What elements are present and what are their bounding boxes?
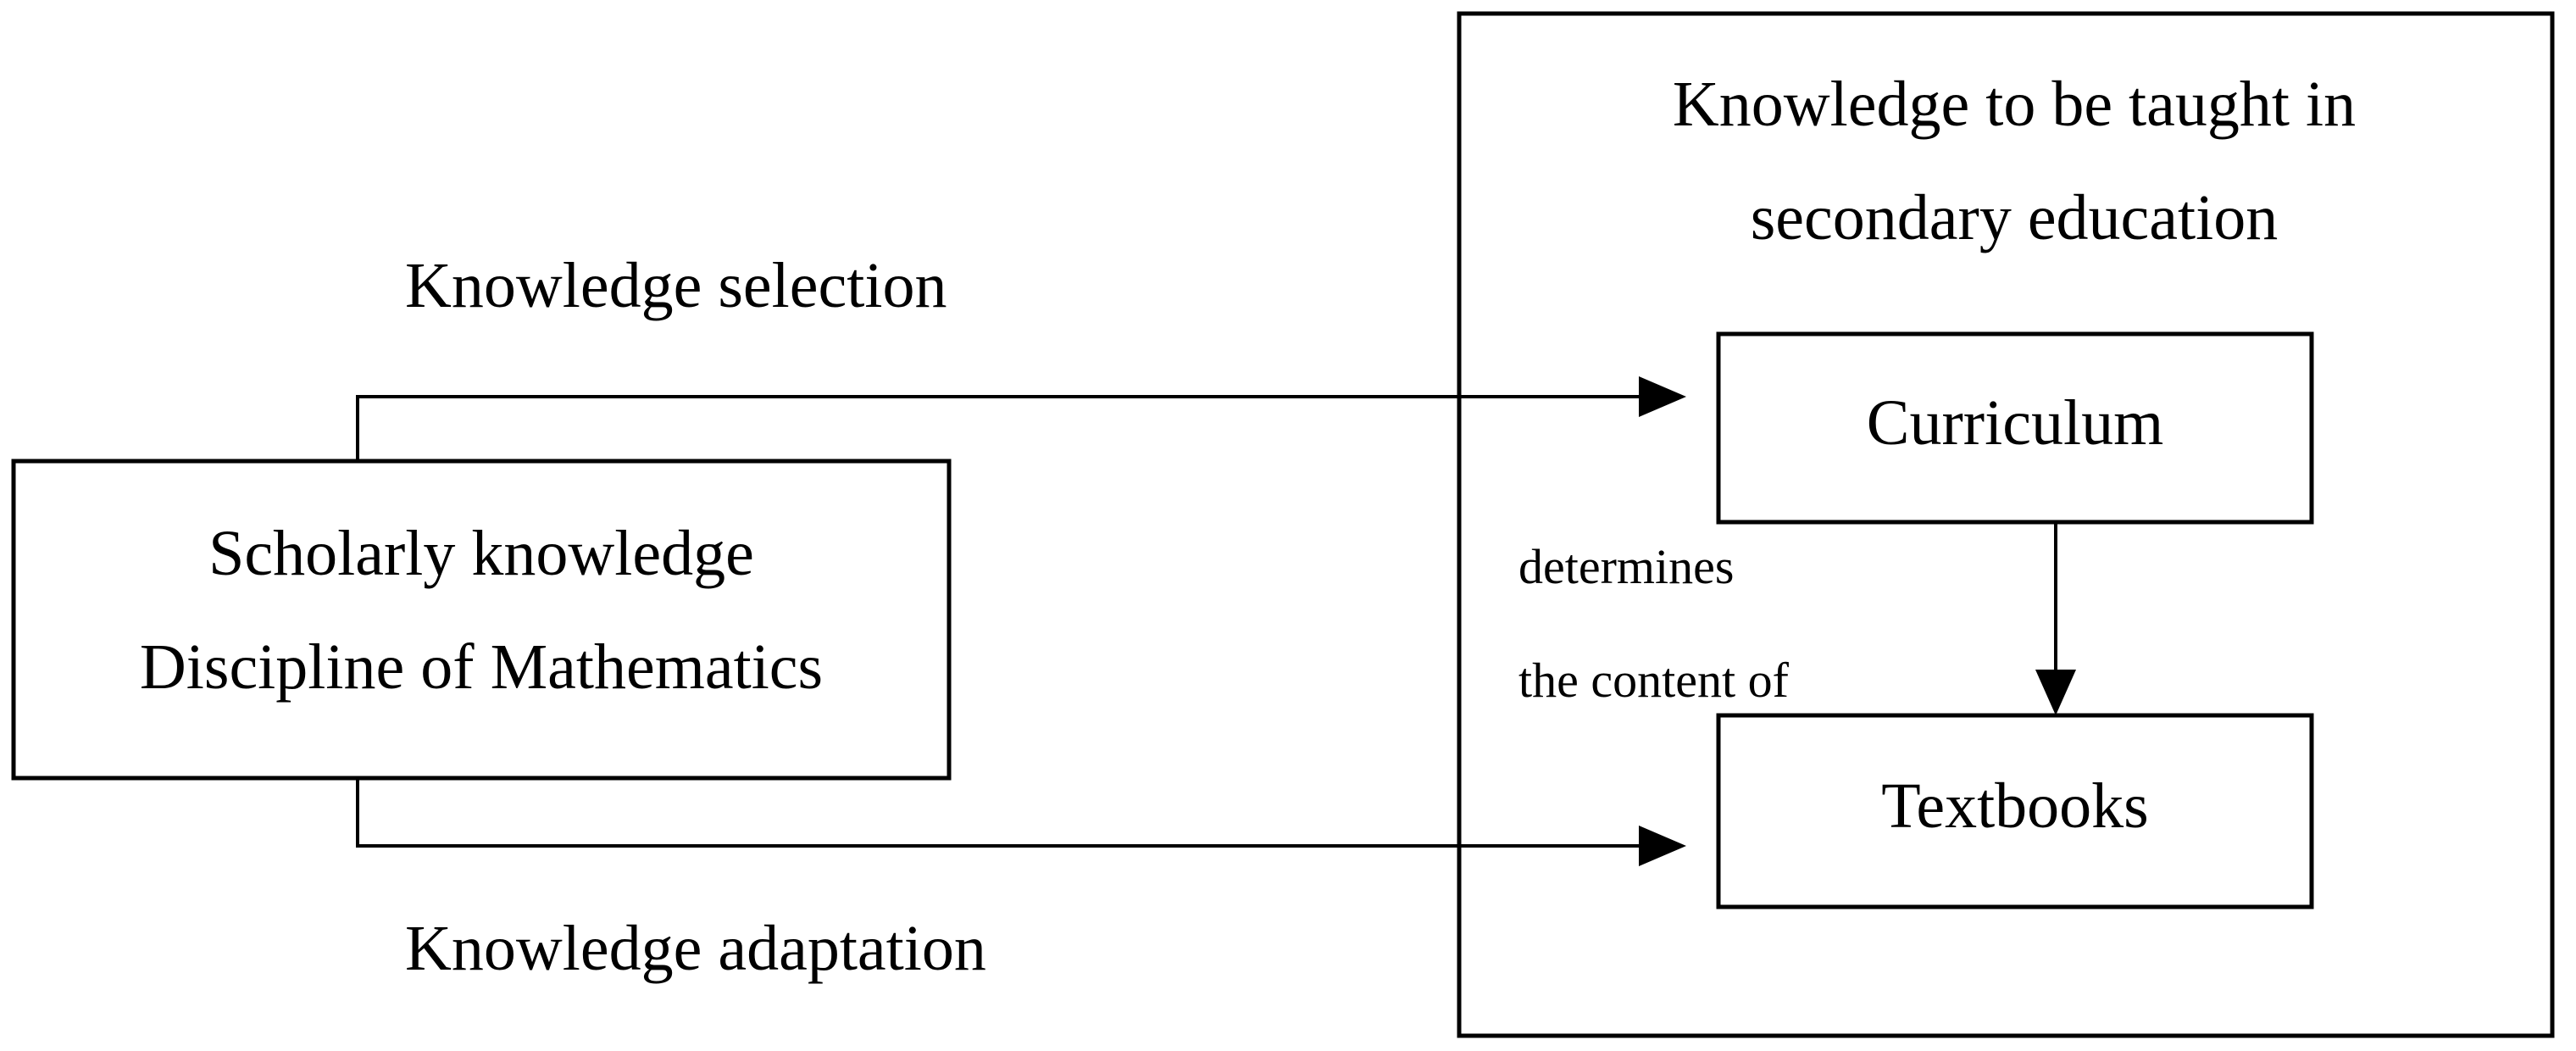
- selection-arrow-line: [356, 395, 1652, 461]
- outer-box: [1457, 11, 2555, 1038]
- curriculum-label: Curriculum: [1867, 387, 2163, 459]
- adaptation-arrow-line: [356, 778, 1652, 848]
- outer-box-title-line1: Knowledge to be taught in: [1673, 69, 2356, 140]
- outer-box-title-line2: secondary education: [1751, 182, 2279, 253]
- adaptation-arrowhead: [1639, 826, 1686, 866]
- knowledge-adaptation-label: Knowledge adaptation: [405, 913, 986, 984]
- determines-arrowhead: [2035, 670, 2076, 715]
- scholarly-knowledge-line2: Discipline of Mathematics: [140, 631, 823, 703]
- determines-label-line2: the content of: [1518, 653, 1790, 708]
- curriculum-box: [1716, 331, 2314, 525]
- selection-arrowhead: [1639, 376, 1686, 417]
- textbooks-label: Textbooks: [1881, 770, 2149, 842]
- determines-label-line1: determines: [1518, 539, 1734, 594]
- textbooks-box: [1716, 713, 2314, 909]
- knowledge-selection-label: Knowledge selection: [405, 250, 947, 321]
- scholarly-knowledge-line1: Scholarly knowledge: [208, 518, 754, 589]
- scholarly-knowledge-box: [11, 459, 952, 781]
